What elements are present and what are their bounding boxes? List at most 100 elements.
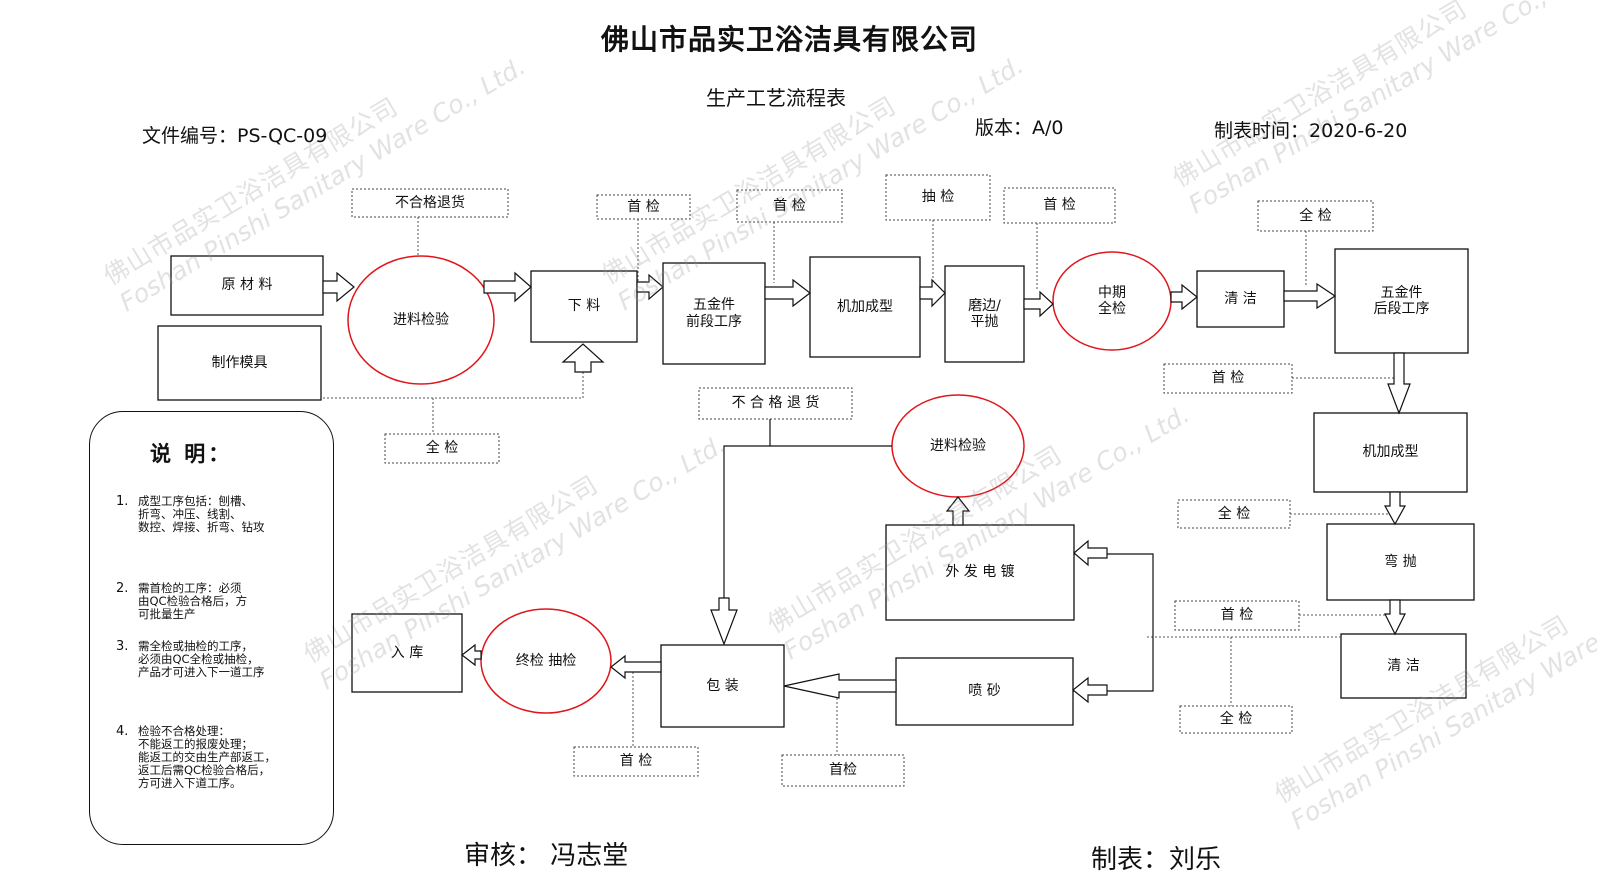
note-line: 需首检的工序：必须	[138, 581, 242, 595]
tag-box-full-machining	[1177, 499, 1291, 529]
tag-box-reject-2	[698, 387, 853, 420]
tag-box-first-back	[1163, 363, 1293, 394]
note-number: 3.	[116, 639, 129, 654]
note-line: 返工后需QC检验合格后，	[138, 762, 271, 777]
arrow-sand-to-packaging	[783, 673, 897, 699]
hardware-back-label: 五金件 后段工序	[1373, 284, 1430, 317]
arrow-machining2-to-bending	[1383, 491, 1407, 526]
incoming-inspection-label-1: 进料检验	[393, 311, 449, 328]
cleaning-2-box	[1340, 633, 1467, 699]
tag-box-full-mold	[384, 433, 500, 464]
tag-reject-return-2: 不 合 格 退 货	[731, 395, 820, 412]
note-line: 折弯、冲压、线割、	[138, 506, 242, 521]
note-line: 数控、焊接、折弯、钻攻	[138, 519, 265, 534]
packaging-label: 包 装	[706, 677, 739, 694]
cutting-label: 下 料	[567, 298, 601, 315]
note-line: 检验不合格处理：	[138, 724, 230, 738]
note-line: 必须由QC全检或抽检，	[138, 651, 259, 666]
document-title: 生产工艺流程表	[706, 86, 846, 110]
date-label: 制表时间：2020-6-20	[1214, 120, 1408, 142]
tag-sampling-check: 抽 检	[921, 189, 955, 206]
notes-panel: 说 明： 1. 成型工序包括：刨槽、 折弯、冲压、线割、 数控、焊接、折弯、钻攻…	[89, 411, 334, 845]
note-item: 2. 需首检的工序：必须 由QC检验合格后，方 可批量生产	[116, 581, 247, 621]
arrow-mold-to-cutting	[561, 343, 605, 373]
arrow-into-plating	[1073, 539, 1108, 567]
cleaning-2-label: 清 洁	[1387, 657, 1420, 674]
tag-first-check-pack: 首 检	[619, 753, 653, 770]
note-line: 不能返工的报废处理；	[138, 736, 253, 751]
bending-polish-box	[1326, 523, 1475, 601]
note-number: 2.	[116, 581, 129, 596]
note-number: 1.	[116, 494, 129, 509]
tag-box-first-sand	[781, 754, 905, 787]
final-inspection-label: 终检 抽检	[515, 652, 577, 669]
machining-2-label: 机加成型	[1362, 444, 1419, 461]
raw-material-label: 原 材 料	[221, 277, 273, 294]
tag-first-check-bend: 首 检	[1220, 607, 1254, 624]
preparer-signature: 制表：刘乐	[1091, 845, 1222, 875]
midterm-inspection-label: 中期 全检	[1098, 284, 1126, 317]
arrow-into-sandblasting	[1072, 676, 1108, 704]
cleaning-1-label: 清 洁	[1224, 290, 1257, 307]
note-line: 能返工的交由生产部返工，	[138, 749, 276, 764]
mold-making-label: 制作模具	[211, 354, 268, 371]
tag-box-first-hw	[736, 189, 843, 223]
note-line: 方可进入下道工序。	[138, 775, 242, 790]
document-number: 文件编号：PS-QC-09	[142, 125, 328, 147]
tag-box-first-bend	[1174, 600, 1300, 631]
arrow-midterm-to-cleaning	[1170, 283, 1198, 311]
tag-first-check-hw: 首 检	[773, 197, 806, 214]
grinding-label: 磨边/ 平抛	[968, 297, 1001, 330]
incoming-inspection-circle-1	[347, 255, 495, 385]
company-title: 佛山市品实卫浴洁具有限公司	[601, 23, 979, 56]
tag-box-first-grind	[1003, 187, 1116, 224]
arrow-bending-to-cleaning2	[1384, 599, 1406, 636]
note-line: 成型工序包括：刨槽、	[138, 494, 253, 508]
cutting-box	[530, 270, 638, 343]
machining-1-box	[809, 256, 921, 358]
final-inspection-circle	[480, 608, 612, 714]
tag-full-check-machining: 全 检	[1217, 505, 1251, 522]
outsource-plating-box	[885, 524, 1075, 621]
hardware-front-box	[662, 262, 766, 365]
note-item: 1. 成型工序包括：刨槽、 折弯、冲压、线割、 数控、焊接、折弯、钻攻	[116, 494, 265, 534]
arrow-final-to-warehouse	[461, 643, 482, 667]
hardware-back-box	[1334, 248, 1469, 354]
tag-reject-return-1: 不合格退货	[395, 194, 465, 211]
note-line: 产品才可进入下一道工序	[138, 664, 265, 679]
version-label: 版本：A/0	[975, 117, 1064, 139]
tag-full-check-clean2: 全 检	[1219, 711, 1253, 728]
sandblasting-label: 喷 砂	[968, 683, 1001, 700]
arrow-machining-to-grinding	[919, 278, 946, 308]
warehouse-box	[351, 613, 463, 693]
arrow-packaging-to-final	[610, 654, 662, 680]
packaging-box	[660, 644, 785, 728]
tag-box-first-pack	[573, 746, 699, 777]
note-number: 4.	[116, 724, 129, 739]
note-line: 需全检或抽检的工序，	[138, 639, 253, 653]
grinding-box	[944, 265, 1025, 363]
bending-polish-label: 弯 抛	[1384, 553, 1417, 570]
sandblasting-box	[895, 657, 1074, 726]
incoming-inspection-label-2: 进料检验	[930, 437, 986, 454]
outsource-plating-label: 外 发 电 镀	[945, 564, 1015, 581]
note-line: 可批量生产	[138, 606, 196, 621]
tag-first-check-back: 首 检	[1211, 370, 1245, 387]
tag-box-full-clean2	[1179, 705, 1293, 734]
tag-box-full-clean	[1257, 200, 1374, 232]
tag-first-check-sand: 首检	[829, 762, 857, 779]
tag-box-sampling	[885, 174, 991, 221]
notes-heading: 说 明：	[150, 442, 233, 466]
tag-box-first-cut	[596, 194, 691, 220]
hardware-front-label: 五金件 前段工序	[686, 297, 742, 330]
tag-box-reject-1	[351, 188, 509, 218]
tag-full-check-mold: 全 检	[425, 440, 459, 457]
mold-making-box	[157, 325, 322, 401]
tag-first-check-cut: 首 检	[627, 198, 660, 215]
raw-material-box	[170, 255, 324, 316]
cleaning-1-box	[1196, 270, 1285, 328]
arrow-cutting-to-hw	[636, 273, 664, 301]
note-item: 4. 检验不合格处理： 不能返工的报废处理； 能返工的交由生产部返工， 返工后需…	[116, 724, 276, 790]
